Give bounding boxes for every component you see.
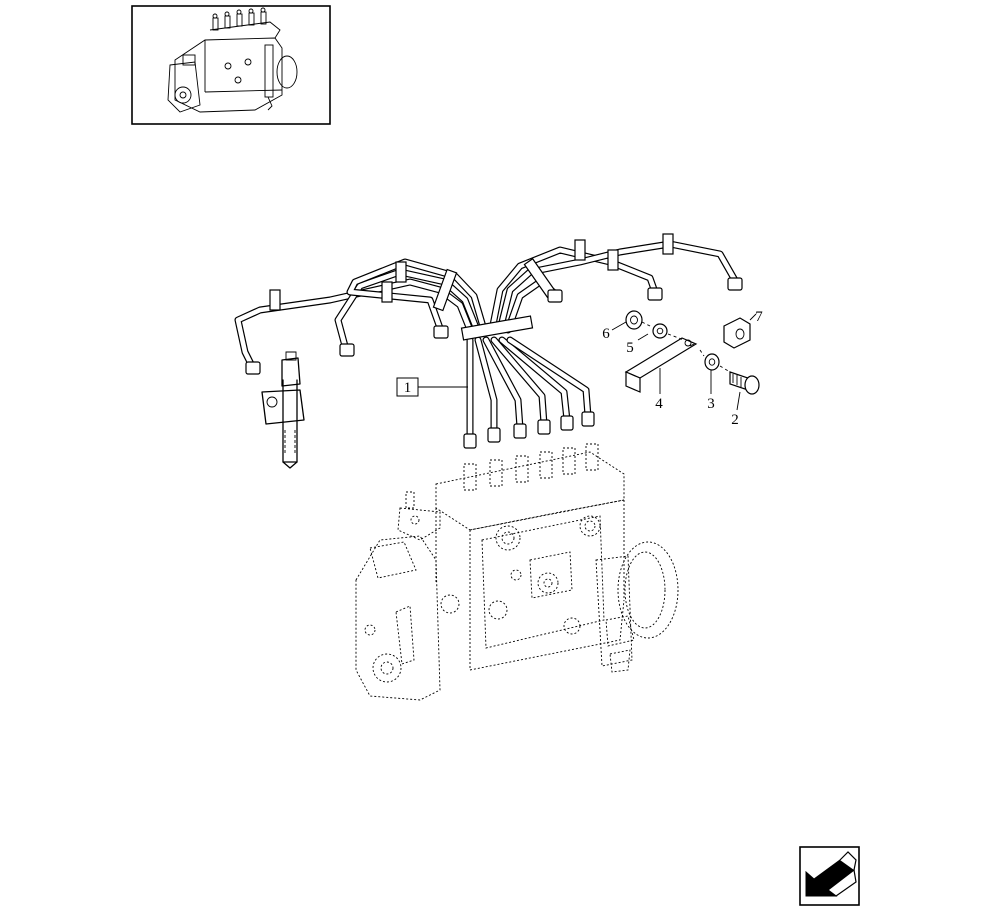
part-6-nut bbox=[625, 310, 643, 330]
callout-leaders bbox=[418, 313, 757, 411]
injection-pump bbox=[355, 443, 679, 701]
part-7-spacer bbox=[723, 317, 751, 349]
part-4-clamp-plate bbox=[624, 337, 698, 393]
callout-6-label[interactable]: 6 bbox=[602, 326, 610, 342]
part-5-washer bbox=[652, 323, 668, 339]
callout-1-label: 1 bbox=[404, 380, 412, 396]
part-2-bolt bbox=[729, 371, 760, 395]
callout-2-label[interactable]: 2 bbox=[731, 412, 739, 428]
locator-thumbnail[interactable] bbox=[131, 5, 331, 125]
return-arrow-icon bbox=[805, 851, 857, 897]
callout-3-label[interactable]: 3 bbox=[707, 396, 715, 412]
delivery-pipes bbox=[234, 233, 743, 449]
callout-1[interactable]: 1 bbox=[396, 377, 419, 397]
callout-7-label[interactable]: 7 bbox=[755, 309, 763, 325]
part-3-washer bbox=[704, 353, 720, 371]
callout-4-label[interactable]: 4 bbox=[655, 396, 663, 412]
callout-5-label[interactable]: 5 bbox=[626, 340, 634, 356]
injector bbox=[261, 351, 305, 469]
assembly-guide-lines bbox=[641, 321, 731, 373]
return-button[interactable] bbox=[799, 846, 860, 906]
